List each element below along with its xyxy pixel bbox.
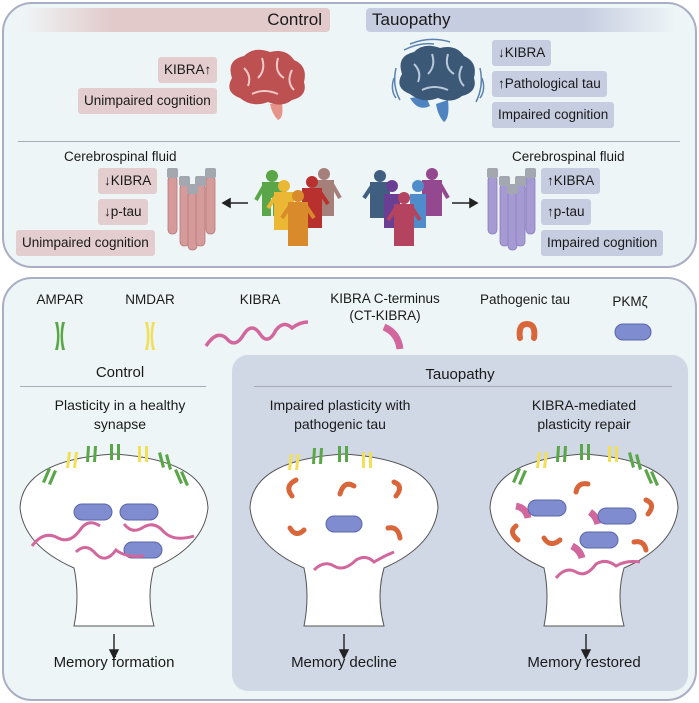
- bottom-control-header: Control: [95, 364, 145, 381]
- panel-2-outcome: Memory decline: [291, 654, 397, 671]
- csf-tubes-control-icon: [167, 168, 216, 251]
- legend-ct-kibra-line1: KIBRA C-terminus: [330, 291, 440, 306]
- tag-text: Impaired cognition: [498, 107, 609, 122]
- csf-left-kibra-tag: ↓KIBRA: [98, 168, 158, 194]
- panel-1-title-line2: synapse: [93, 416, 147, 432]
- panel-1-title: Plasticity in a healthy synapse: [10, 396, 230, 434]
- control-divider: [20, 386, 206, 387]
- down-arrow-icon: [108, 634, 120, 660]
- top-divider: [18, 141, 680, 142]
- top-panel: [2, 2, 697, 268]
- down-arrow-icon: [580, 634, 592, 660]
- csf-tubes-tauopathy-icon: [487, 168, 536, 251]
- control-kibra-tag: KIBRA↑: [158, 57, 218, 83]
- down-arrow-icon: [338, 634, 350, 660]
- panel-2-title-line1: Impaired plasticity with: [269, 397, 411, 413]
- csf-right-cognition-tag: Impaired cognition: [541, 230, 664, 256]
- tauopathy-divider: [254, 386, 672, 387]
- up-arrow-icon: ↑: [498, 76, 505, 91]
- tag-text: KIBRA: [164, 62, 205, 77]
- ampar-icon: [55, 322, 65, 350]
- panel-3-title-line2: plasticity repair: [537, 416, 631, 432]
- tau-kibra-tag: ↓KIBRA: [492, 40, 552, 66]
- csf-left-cognition-tag: Unimpaired cognition: [16, 230, 155, 256]
- up-arrow-icon: ↑: [547, 173, 554, 188]
- control-cognition-tag: Unimpaired cognition: [78, 88, 217, 114]
- csf-right-kibra-tag: ↑KIBRA: [541, 168, 601, 194]
- impaired-synapse-diagram: [249, 446, 439, 627]
- control-header: Control: [22, 8, 330, 32]
- ct-kibra-icon: [382, 323, 404, 350]
- healthy-brain-icon: [229, 49, 305, 120]
- left-arrow-icon: [221, 197, 248, 209]
- panel-3-outcome: Memory restored: [527, 654, 641, 671]
- panel-1-outcome: Memory formation: [53, 654, 175, 671]
- repaired-synapse-diagram: [489, 444, 679, 627]
- panel-2-title: Impaired plasticity with pathogenic tau: [240, 396, 440, 434]
- legend-pkmz-label: PKMζ: [612, 294, 648, 309]
- down-arrow-icon: ↓: [104, 204, 111, 219]
- legend-nmdar-label: NMDAR: [125, 292, 175, 307]
- tag-text: p-tau: [110, 204, 142, 219]
- panel-3-title-line1: KIBRA-mediated: [531, 397, 637, 413]
- panel-1-title-line1: Plasticity in a healthy: [54, 397, 186, 413]
- tag-text: p-tau: [553, 204, 585, 219]
- down-arrow-icon: ↓: [498, 45, 505, 60]
- tag-text: KIBRA: [110, 173, 152, 188]
- healthy-synapse-diagram: [19, 444, 209, 627]
- tau-cognition-tag: Impaired cognition: [492, 102, 615, 128]
- pkmz-icon: [614, 323, 652, 341]
- tau-pathological-tag: ↑Pathological tau: [492, 71, 607, 97]
- receptor-row: [42, 444, 189, 486]
- panel-2-title-line2: pathogenic tau: [294, 416, 386, 432]
- csf-right-title: Cerebrospinal fluid: [512, 149, 625, 164]
- csf-left-ptau-tag: ↓p-tau: [98, 199, 148, 225]
- right-arrow-icon: [452, 197, 479, 209]
- csf-right-ptau-tag: ↑p-tau: [541, 199, 591, 225]
- kibra-icon: [204, 320, 309, 348]
- bottom-tauopathy-header: Tauopathy: [425, 366, 495, 383]
- tauopathy-header: Tauopathy: [366, 8, 676, 32]
- down-arrow-icon: ↓: [104, 173, 111, 188]
- people-tauopathy-icon: [362, 168, 450, 246]
- tag-text: KIBRA: [504, 45, 546, 60]
- tag-text: KIBRA: [553, 173, 595, 188]
- legend-tau-label: Pathogenic tau: [479, 292, 571, 307]
- panel-3-title: KIBRA-mediated plasticity repair: [484, 396, 684, 434]
- csf-left-title: Cerebrospinal fluid: [64, 149, 177, 164]
- legend-kibra-label: KIBRA: [239, 292, 281, 307]
- tag-text: Pathological tau: [504, 76, 601, 91]
- pathogenic-tau-icon: [516, 320, 538, 341]
- tag-text: Unimpaired cognition: [22, 235, 149, 250]
- up-arrow-icon: ↑: [204, 62, 212, 77]
- up-arrow-icon: ↑: [547, 204, 554, 219]
- legend-ct-kibra-label: KIBRA C-terminus (CT-KIBRA): [320, 290, 450, 324]
- tauopathy-brain-icon: [391, 38, 485, 122]
- people-control-icon: [254, 168, 342, 246]
- legend-ct-kibra-line2: (CT-KIBRA): [349, 308, 421, 323]
- legend-ampar-label: AMPAR: [36, 292, 84, 307]
- nmdar-icon: [145, 322, 155, 350]
- tag-text: Impaired cognition: [547, 235, 658, 250]
